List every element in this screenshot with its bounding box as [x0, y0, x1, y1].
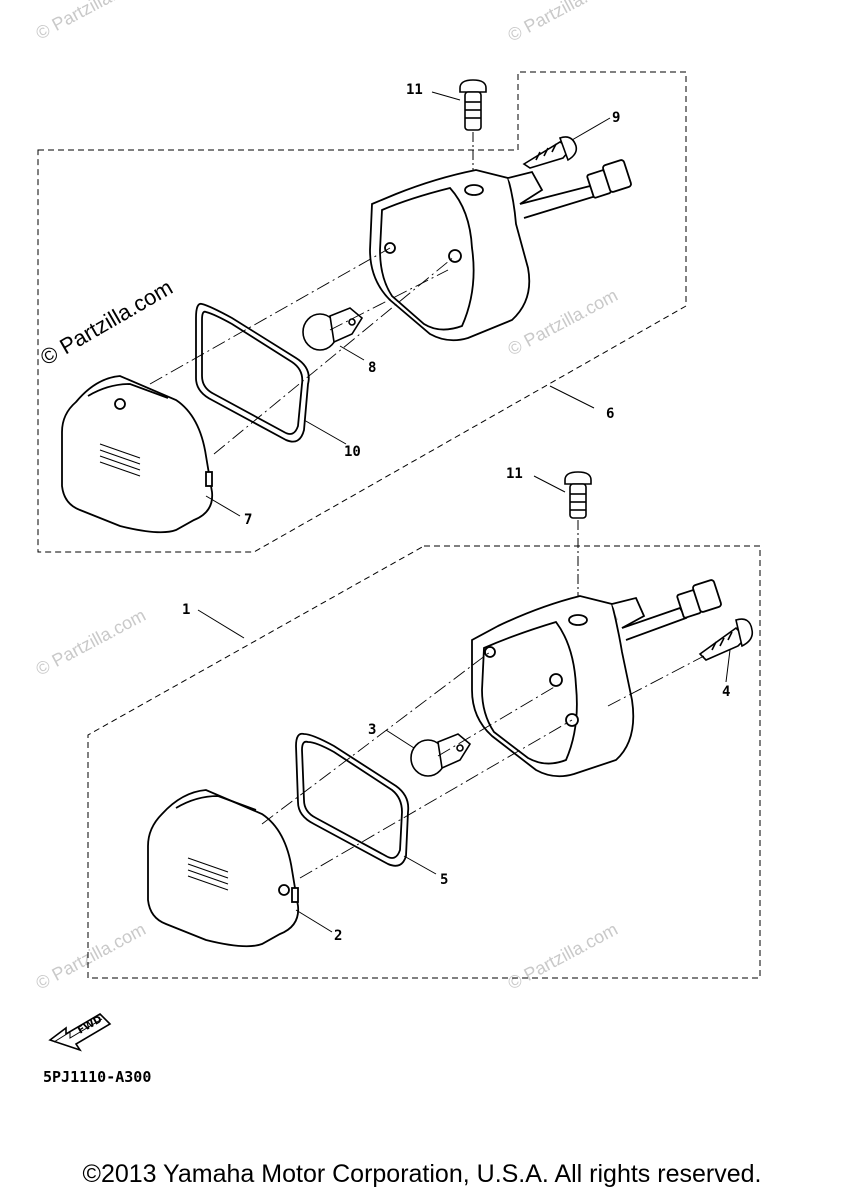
assembly-outline-upper — [37, 71, 687, 553]
callout-2: 2 — [334, 928, 342, 944]
watermark-faint: © Partzilla.com — [32, 919, 148, 994]
lens-icon — [147, 789, 300, 948]
watermark-main: © Partzilla.com — [36, 275, 177, 371]
part-code: 5PJ1110-A300 — [43, 1068, 152, 1086]
wood-screw-icon — [698, 618, 754, 661]
callout-7: 7 — [244, 512, 252, 528]
callout-11-upper: 11 — [406, 82, 423, 98]
screw-icon — [564, 471, 592, 519]
callout-labels: 11 9 8 6 10 7 11 1 4 3 5 2 — [182, 82, 730, 944]
screw-icon — [459, 79, 487, 131]
center-lines-upper — [149, 247, 456, 455]
copyright-notice: ©2013 Yamaha Motor Corporation, U.S.A. A… — [82, 1160, 762, 1188]
callout-11-lower: 11 — [506, 466, 523, 482]
turn-signal-housing-lower — [471, 579, 722, 778]
callout-leaders — [197, 91, 731, 933]
bulb-icon — [410, 733, 472, 777]
lens-icon — [61, 375, 214, 534]
callout-8: 8 — [368, 360, 376, 376]
fwd-arrow-icon: FWD — [48, 1012, 112, 1052]
watermark-faint: © Partzilla.com — [32, 0, 148, 44]
bulb-icon — [302, 307, 364, 351]
assembly-outline-lower — [87, 545, 761, 979]
callout-3: 3 — [368, 722, 376, 738]
callout-6: 6 — [606, 406, 614, 422]
watermark-faint: © Partzilla.com — [504, 0, 620, 46]
watermark-faint: © Partzilla.com — [504, 919, 620, 994]
callout-10: 10 — [344, 444, 361, 460]
center-lines-lower — [261, 651, 705, 879]
callout-4: 4 — [722, 684, 730, 700]
watermark-faint: © Partzilla.com — [32, 605, 148, 680]
callout-9: 9 — [612, 110, 620, 126]
callout-1: 1 — [182, 602, 190, 618]
gasket-icon — [195, 302, 310, 443]
wood-screw-icon — [522, 136, 578, 169]
turn-signal-housing-upper — [369, 159, 632, 342]
gasket-icon — [295, 732, 410, 867]
callout-5: 5 — [440, 872, 448, 888]
